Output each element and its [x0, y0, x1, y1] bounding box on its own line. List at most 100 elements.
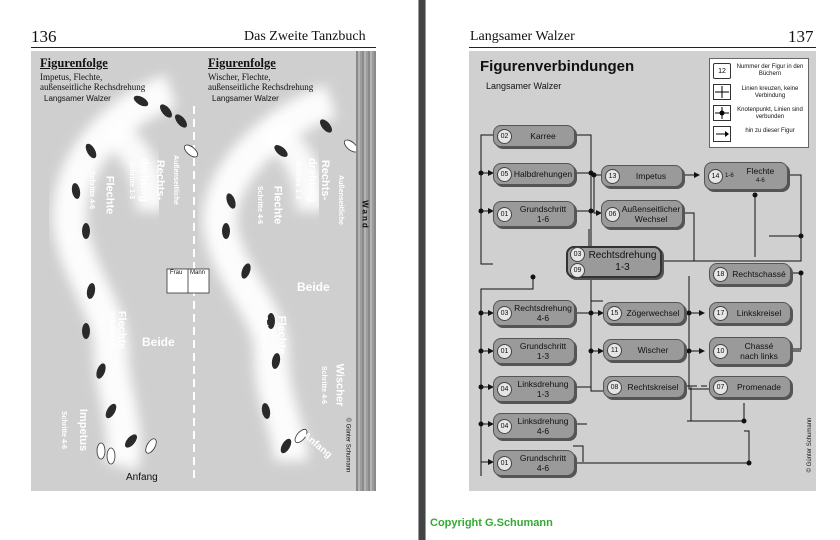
- node-promenade-label: Promenade: [737, 382, 781, 392]
- node-flechte-label: Flechte: [746, 166, 775, 176]
- node-aussenseitlicher-label2: Wechsel: [634, 214, 668, 224]
- connections-heading: Figurenverbindungen: [480, 58, 635, 75]
- node-flechte-prefix: 1-6: [725, 173, 734, 179]
- node-chasse-label2: nach links: [740, 351, 778, 361]
- node-grundschritt-16-steps: 1-6: [536, 214, 550, 224]
- node-grundschritt-13-label: Grundschritt: [519, 341, 567, 351]
- figure-b-dance: Langsamer Walzer: [212, 94, 279, 103]
- node-linksdrehung-13-steps: 1-3: [536, 389, 550, 399]
- connections-dance: Langsamer Walzer: [486, 81, 562, 91]
- node-impetus-label: Impetus: [635, 171, 667, 181]
- label-anfang-left: Anfang: [126, 472, 158, 483]
- legend-row-arrow: hin zu dieser Figur: [710, 125, 808, 145]
- node-rechtsdrehung-13-num2: 09: [570, 262, 585, 278]
- node-halbdrehungen-label: Halbdrehungen: [513, 169, 573, 179]
- legend-row-cross: Linien kreuzen, keine Verbindung: [710, 83, 808, 103]
- node-rechtsdrehung-46-steps: 4-6: [536, 313, 550, 323]
- node-grundschritt-46-num: 01: [497, 455, 512, 471]
- node-wischer-label: Wischer: [637, 345, 669, 355]
- line-left-bus: [480, 134, 493, 265]
- node-rechtschasse: 18 Rechtschassé: [709, 263, 791, 285]
- label-schritte13-left: Schritte 1-3: [128, 160, 136, 200]
- floor-paths-svg: [52, 74, 356, 481]
- label-schritte46-impetus: Schritte 4-6: [60, 410, 68, 450]
- node-halbdrehungen: 05 Halbdrehungen: [493, 163, 575, 185]
- node-impetus-num: 13: [605, 168, 620, 184]
- label-schritte13-left-b: Schritte 1-3: [108, 310, 116, 350]
- label-drehung-right: drehung: [306, 158, 318, 202]
- path-figure-b-top: [262, 118, 326, 212]
- node-rechtskreisel-num: 08: [607, 379, 622, 395]
- node-promenade: 07 Promenade: [709, 376, 791, 398]
- node-zoegerwechsel-label: Zögerwechsel: [626, 308, 680, 318]
- node-linkskreisel-num: 17: [713, 305, 728, 321]
- junction-dots: [478, 170, 804, 466]
- line-karree-out: [575, 134, 603, 302]
- node-rechtsdrehung-46-num: 03: [497, 305, 512, 321]
- node-chasse-num: 10: [713, 343, 728, 359]
- label-schritte46-right-a: Schritte 4-6: [256, 185, 264, 225]
- label-rechts-right: Rechts-: [319, 159, 332, 201]
- node-flechte-num: 14: [708, 168, 723, 184]
- left-author-credit: © Günter Schumann: [344, 417, 351, 473]
- cross-icon: [713, 84, 731, 100]
- node-linksdrehung-46-num: 04: [497, 418, 512, 434]
- right-book-title: Langsamer Walzer: [470, 29, 575, 44]
- node-aussenseitlicher-label: Außenseitlicher: [621, 204, 681, 214]
- right-page-number: 137: [788, 27, 814, 46]
- path-figure-b: [202, 84, 337, 462]
- label-beide-right: Beide: [297, 280, 330, 294]
- footprints-outline: [96, 139, 356, 465]
- node-rechtsdrehung-13-num: 03: [570, 246, 585, 262]
- path-figure-a: [52, 74, 177, 471]
- legend-cross-text: Linien kreuzen, keine Verbindung: [741, 86, 799, 99]
- node-grundschritt-16-num: 01: [497, 206, 512, 222]
- figure-a-dance: Langsamer Walzer: [44, 94, 111, 103]
- legend-arrow-text: hin zu dieser Figur: [745, 128, 795, 134]
- node-linksdrehung-46-label: Linksdrehung: [517, 416, 569, 426]
- label-flechte-left-a: Flechte: [103, 175, 116, 215]
- node-rechtschasse-num: 18: [713, 266, 728, 282]
- left-header-rule: [31, 47, 376, 48]
- node-grundschritt-16-label: Grundschritt: [519, 204, 567, 214]
- node-chasse-label: Chassé: [744, 341, 774, 351]
- node-linkskreisel: 17 Linkskreisel: [709, 302, 791, 324]
- label-rechts-left: Rechts-: [154, 159, 167, 201]
- label-drehung-left: drehung: [138, 158, 150, 202]
- node-grundschritt-13-num: 01: [497, 343, 512, 359]
- label-mann: Mann: [190, 270, 206, 276]
- label-frau: Frau: [170, 270, 183, 276]
- label-schritte46-left-a: Schritte 4-6: [88, 170, 96, 210]
- node-rechtskreisel: 08 Rechtskreisel: [603, 376, 685, 398]
- node-halbdrehungen-num: 05: [497, 166, 512, 182]
- copyright-text: Copyright G.Schumann: [430, 517, 553, 529]
- node-karree-label: Karree: [530, 131, 556, 141]
- node-zoegerwechsel: 15 Zögerwechsel: [603, 302, 685, 324]
- node-rechtsdrehung-46-label: Rechtsdrehung: [514, 303, 572, 313]
- label-schritte46-wischer: Schritte 4-6: [320, 365, 328, 405]
- figure-a-title: Figurenfolge: [40, 56, 108, 70]
- left-page-number: 136: [31, 27, 57, 46]
- node-karree: 02 Karree: [493, 125, 575, 147]
- node-rechtsdrehung-13-steps: 1-3: [615, 262, 630, 273]
- node-grundschritt-13-steps: 1-3: [536, 351, 550, 361]
- node-wischer: 11 Wischer: [603, 339, 685, 361]
- node-wischer-num: 11: [607, 342, 622, 358]
- node-rechtskreisel-label: Rechtskreisel: [627, 382, 679, 392]
- label-flechte-right-b: Flechte: [275, 315, 288, 355]
- node-impetus: 13 Impetus: [601, 165, 683, 187]
- node-linkskreisel-label: Linkskreisel: [736, 308, 782, 318]
- node-zoegerwechsel-num: 15: [607, 305, 622, 321]
- label-schritte13-right: Schritte 1-3: [294, 160, 302, 200]
- node-linksdrehung-13-num: 04: [497, 381, 512, 397]
- legend-dot-text: Knotenpunkt, Linien sind verbunden: [737, 107, 803, 120]
- line-left-lower-bus: [480, 277, 534, 476]
